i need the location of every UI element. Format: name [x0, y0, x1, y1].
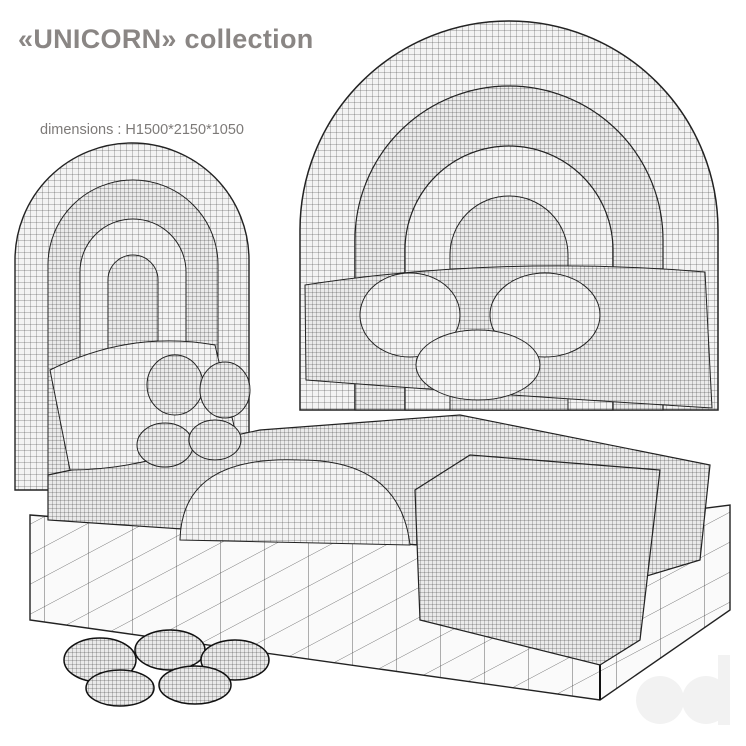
watermark-logo — [636, 655, 730, 725]
dimensions-label: dimensions : H1500*2150*1050 — [40, 122, 244, 138]
bedding — [47, 340, 711, 666]
headboard-closeup — [299, 20, 719, 411]
collection-title: «UNICORN» collection — [18, 24, 314, 54]
floor-flower-pillow — [63, 629, 270, 707]
